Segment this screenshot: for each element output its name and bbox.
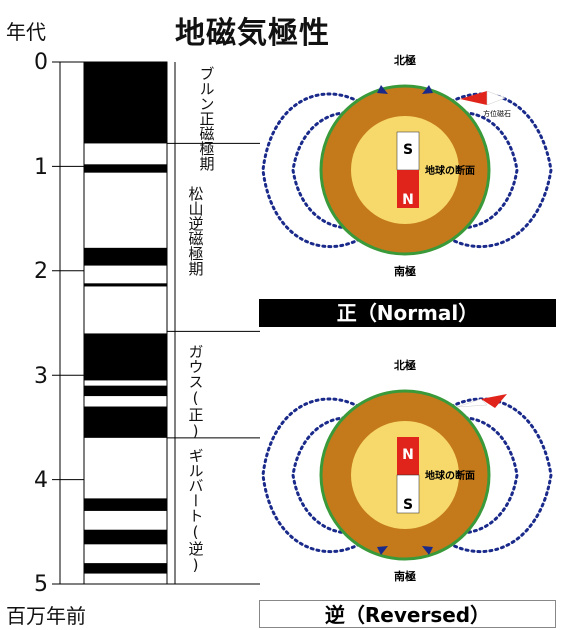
normal-field-diagram: S N 地球の断面 北極 南極 方位磁石 <box>261 53 553 278</box>
cross-section-label: 地球の断面 <box>425 469 475 482</box>
polarity-band-normal <box>84 406 167 438</box>
arrow-icon <box>422 85 433 94</box>
polarity-band-normal <box>84 62 167 144</box>
tick-label-3: 3 <box>34 364 48 389</box>
north-pole-label: 北極 <box>394 53 416 67</box>
reversed-field-diagram: N S 地球の断面 北極 南極 <box>261 358 553 583</box>
magnet-bottom-half <box>396 474 420 514</box>
unit-label: 百万年前 <box>6 604 86 628</box>
north-pole-label: 北極 <box>394 358 416 372</box>
magnet-bottom-label: S <box>403 497 413 513</box>
reversed-banner: 逆（Reversed） <box>259 600 556 628</box>
normal-banner: 正（Normal） <box>259 299 556 327</box>
compass-needle-icon <box>460 91 487 105</box>
polarity-band-normal <box>84 333 167 381</box>
polarity-band-normal <box>84 164 167 173</box>
polarity-band-normal <box>84 385 167 397</box>
compass-needle-tail <box>486 90 506 106</box>
south-pole-label: 南極 <box>394 569 416 583</box>
arrow-icon <box>377 546 388 555</box>
era-header: 年代 <box>6 20 46 44</box>
magnet-top-label: S <box>403 142 413 158</box>
polarity-band-normal <box>84 247 167 266</box>
south-pole-label: 南極 <box>394 264 416 278</box>
tick-label-4: 4 <box>34 468 48 493</box>
compass-needle-icon <box>481 394 507 408</box>
epoch-label-text: ブルン正磁極期 <box>197 66 216 171</box>
tick-label-2: 2 <box>34 259 48 284</box>
tick-label-0: 0 <box>34 50 48 75</box>
compass-label: 方位磁石 <box>483 109 511 118</box>
magnet-top-label: N <box>402 447 414 463</box>
tick-label-5: 5 <box>34 572 48 597</box>
magnet-top-half <box>397 437 419 475</box>
magnet-bottom-half <box>397 170 419 208</box>
epoch-label-matuyama: 松山逆磁極期 <box>186 186 205 276</box>
polarity-band-normal <box>84 563 167 574</box>
arrow-icon <box>422 546 433 555</box>
polarity-band-normal <box>84 498 167 511</box>
arrow-icon <box>377 85 388 94</box>
cross-section-label: 地球の断面 <box>425 164 475 177</box>
page-title: 地磁気極性 <box>175 16 330 51</box>
polarity-band-normal <box>84 529 167 545</box>
tick-label-1: 1 <box>34 155 48 180</box>
epoch-label-gauss: ガウス(正) <box>186 344 205 440</box>
epoch-label-brunhes: ブルン正磁極期 <box>198 66 216 171</box>
compass-needle-tail <box>456 398 488 408</box>
polarity-column-svg <box>52 61 260 585</box>
polarity-band-normal <box>84 283 167 287</box>
magnet-bottom-label: N <box>402 192 414 208</box>
epoch-label-gilbert: ギルバート(逆) <box>186 448 205 574</box>
